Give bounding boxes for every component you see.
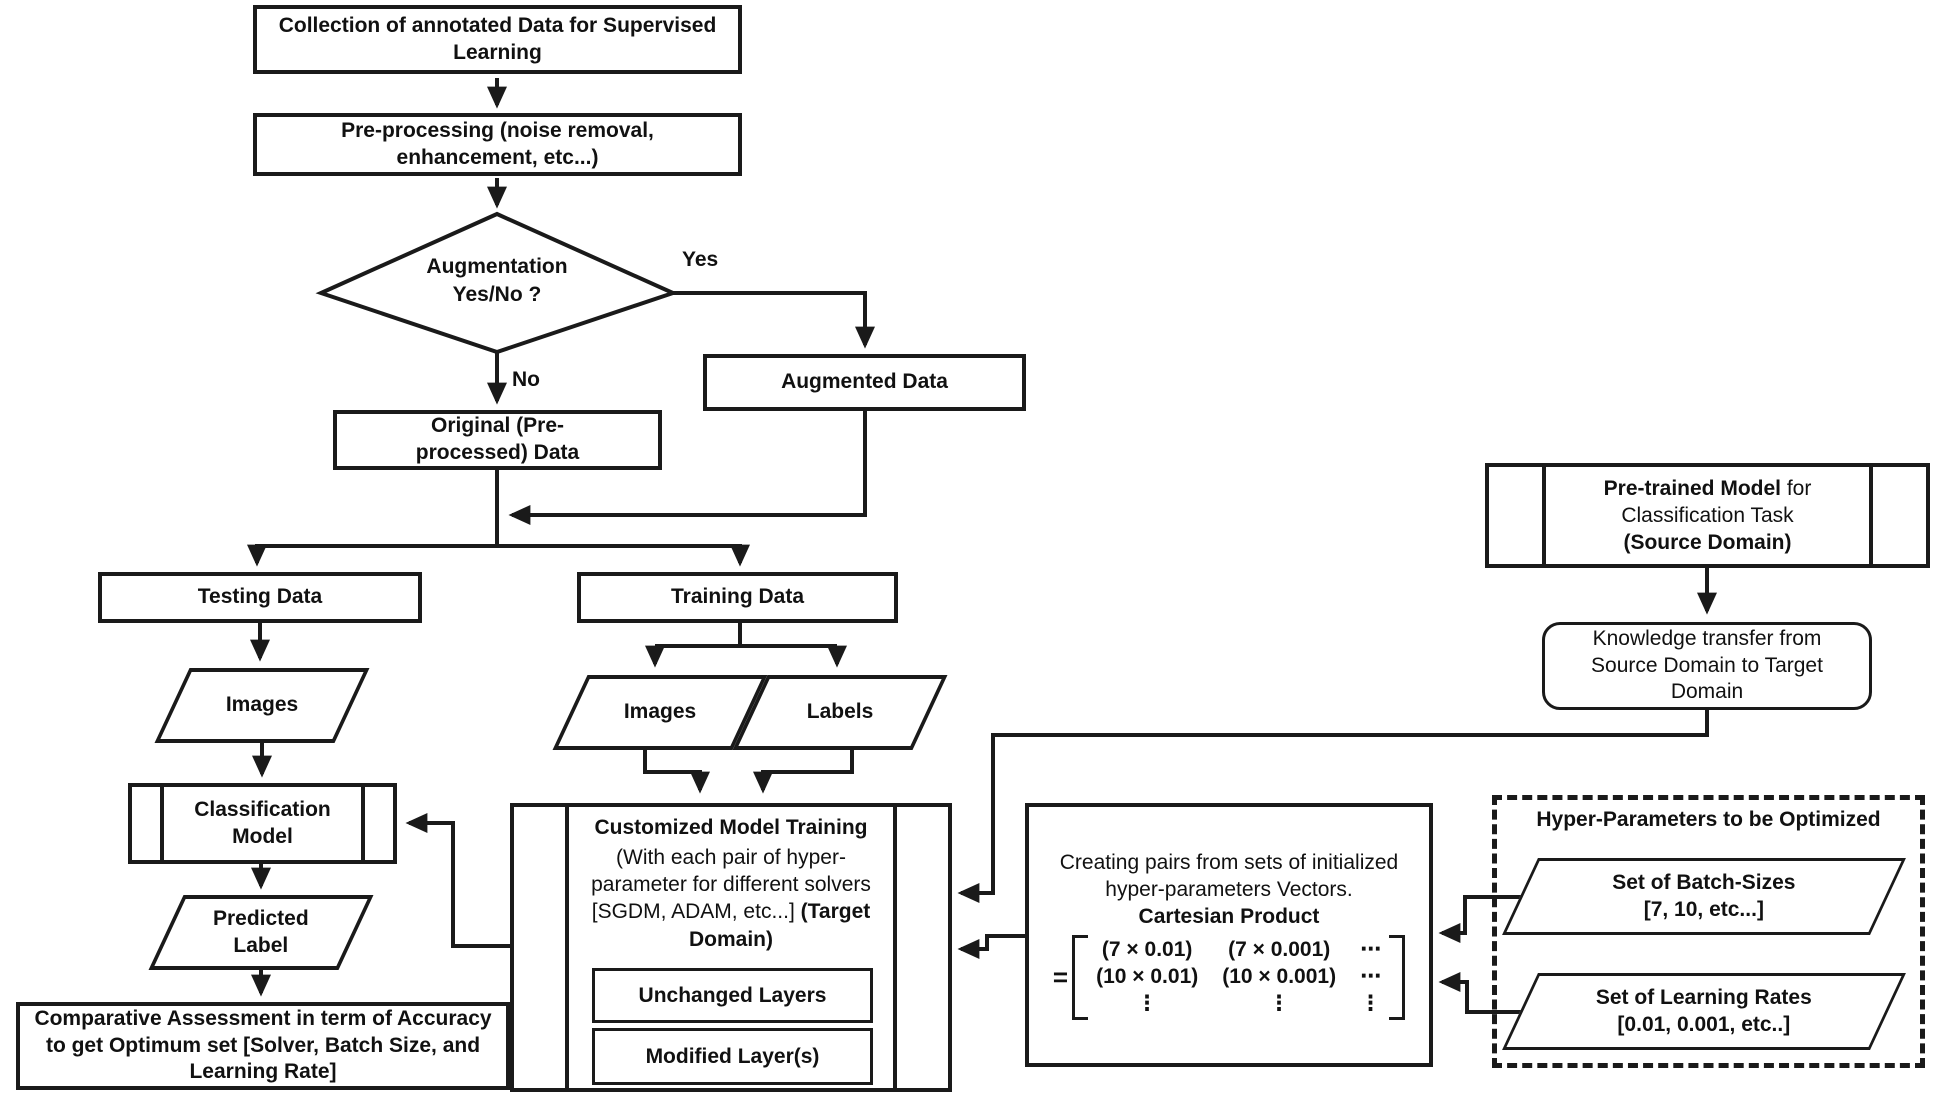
pretrained-model-box: Pre-trained Model for Classification Tas… bbox=[1485, 463, 1930, 568]
pretrained-left-bar bbox=[1542, 463, 1546, 568]
testing-images-label: Images bbox=[225, 693, 299, 717]
arrow-trainimages-to-model bbox=[643, 750, 710, 794]
pretrained-title-rest: for bbox=[1781, 476, 1812, 500]
matrix-cell: (7 × 0.01) bbox=[1101, 938, 1193, 961]
customized-left-bar bbox=[565, 803, 569, 1092]
learning-rates-line1: Set of Learning Rates bbox=[1596, 985, 1812, 1009]
modified-layers-box: Modified Layer(s) bbox=[592, 1028, 873, 1085]
arrow-augmented-join bbox=[508, 411, 867, 525]
unchanged-layers-label: Unchanged Layers bbox=[638, 983, 827, 1007]
line-training-split bbox=[655, 623, 837, 648]
pretrained-line1: Pre-trained Model for bbox=[1604, 475, 1812, 502]
creating-pairs-box: Creating pairs from sets of initialized … bbox=[1025, 803, 1433, 1067]
learning-rates-text: Set of Learning Rates [0.01, 0.001, etc.… bbox=[1523, 985, 1885, 1039]
predicted-label-text: Predicted Label bbox=[213, 906, 309, 957]
yes-branch-label: Yes bbox=[682, 248, 719, 271]
testing-images-parallelogram: Images bbox=[154, 668, 370, 743]
augmented-data-label: Augmented Data bbox=[781, 370, 948, 394]
cartesian-matrix: = (7 × 0.01) (7 × 0.001) ⋯ (10 × 0.01) (… bbox=[1052, 935, 1406, 1020]
arrow-batch-to-pairs bbox=[1438, 895, 1535, 943]
matrix-cell: ⋮ bbox=[1268, 991, 1290, 1015]
customized-training-body: (With each pair of hyper-parameter for d… bbox=[572, 844, 890, 953]
creating-pairs-line1: Creating pairs from sets of initialized … bbox=[1059, 851, 1399, 902]
collection-box: Collection of annotated Data for Supervi… bbox=[253, 5, 742, 74]
unchanged-layers-box: Unchanged Layers bbox=[592, 968, 873, 1023]
batch-sizes-text: Set of Batch-Sizes [7, 10, etc...] bbox=[1523, 870, 1885, 924]
preprocessing-box: Pre-processing (noise removal, enhanceme… bbox=[253, 113, 742, 176]
customized-training-title: Customized Model Training bbox=[594, 816, 868, 839]
collection-label: Collection of annotated Data for Supervi… bbox=[278, 13, 717, 64]
arrow-lr-to-pairs bbox=[1438, 972, 1535, 1014]
knowledge-transfer-label: Knowledge transfer from Source Domain to… bbox=[1591, 626, 1823, 704]
training-images-label: Images bbox=[623, 700, 697, 724]
batch-sizes-line1: Set of Batch-Sizes bbox=[1612, 870, 1796, 894]
customized-right-bar bbox=[893, 803, 897, 1092]
augmented-data-box: Augmented Data bbox=[703, 354, 1026, 411]
learning-rates-parallelogram: Set of Learning Rates [0.01, 0.001, etc.… bbox=[1502, 973, 1906, 1050]
customized-body-text: (With each pair of hyper-parameter for d… bbox=[591, 845, 871, 924]
batch-sizes-parallelogram: Set of Batch-Sizes [7, 10, etc...] bbox=[1502, 858, 1906, 935]
decision-diamond-text: Augmentation Yes/No ? bbox=[377, 253, 617, 310]
classification-left-bar bbox=[160, 783, 164, 864]
predicted-label-parallelogram: Predicted Label bbox=[148, 895, 374, 970]
training-data-box: Training Data bbox=[577, 572, 898, 623]
matrix-bracket-right bbox=[1389, 935, 1406, 1020]
testing-data-box: Testing Data bbox=[98, 572, 422, 623]
matrix-cell: ⋮ bbox=[1360, 991, 1382, 1015]
batch-sizes-line2: [7, 10, etc...] bbox=[1643, 897, 1765, 921]
matrix-cell: ⋯ bbox=[1360, 964, 1382, 988]
matrix-cell: ⋯ bbox=[1360, 938, 1382, 961]
matrix-bracket-left bbox=[1072, 935, 1089, 1020]
training-labels-parallelogram: Labels bbox=[732, 675, 948, 750]
creating-pairs-line2: Cartesian Product bbox=[1138, 905, 1320, 929]
preprocessing-label: Pre-processing (noise removal, enhanceme… bbox=[341, 118, 654, 169]
classification-right-bar bbox=[361, 783, 365, 864]
arrow-labels-to-model bbox=[753, 750, 854, 794]
comparative-assessment-box: Comparative Assessment in term of Accura… bbox=[16, 1002, 510, 1090]
decision-line1: Augmentation bbox=[426, 255, 568, 278]
pretrained-title: Pre-trained Model bbox=[1603, 476, 1782, 500]
pretrained-right-bar bbox=[1869, 463, 1873, 568]
modified-layers-label: Modified Layer(s) bbox=[645, 1044, 820, 1068]
equals-sign: = bbox=[1052, 961, 1069, 992]
classification-model-box: Classification Model bbox=[128, 783, 397, 864]
knowledge-transfer-box: Knowledge transfer from Source Domain to… bbox=[1542, 622, 1872, 710]
classification-model-label: Classification Model bbox=[194, 797, 331, 848]
arrow-yes-to-augmented bbox=[673, 291, 875, 349]
matrix-cell: (10 × 0.001) bbox=[1222, 964, 1337, 988]
pretrained-line3: (Source Domain) bbox=[1623, 531, 1792, 555]
original-data-label: Original (Pre-processed) Data bbox=[415, 414, 580, 464]
training-images-parallelogram: Images bbox=[552, 675, 768, 750]
testing-data-label: Testing Data bbox=[197, 585, 323, 609]
decision-line2: Yes/No ? bbox=[452, 283, 542, 307]
arrow-knowledge-to-model bbox=[957, 710, 1709, 903]
hyperparams-title: Hyper-Parameters to be Optimized bbox=[1536, 808, 1881, 831]
arrow-pairs-to-model bbox=[957, 934, 1025, 959]
matrix-grid: (7 × 0.01) (7 × 0.001) ⋯ (10 × 0.01) (10… bbox=[1088, 935, 1389, 1020]
learning-rates-line2: [0.01, 0.001, etc..] bbox=[1617, 1012, 1791, 1036]
comparative-assessment-label: Comparative Assessment in term of Accura… bbox=[34, 1006, 492, 1084]
matrix-cell: (7 × 0.001) bbox=[1228, 938, 1331, 961]
pretrained-line2: Classification Task bbox=[1621, 503, 1794, 527]
customized-target-domain: (Target Domain) bbox=[689, 900, 871, 951]
original-data-box: Original (Pre-processed) Data bbox=[333, 410, 662, 470]
arrow-model-to-classification bbox=[405, 813, 510, 948]
training-data-label: Training Data bbox=[670, 585, 805, 609]
no-branch-label: No bbox=[512, 368, 540, 391]
training-labels-label: Labels bbox=[806, 700, 874, 724]
hyperparams-dashed-box: Hyper-Parameters to be Optimized bbox=[1492, 795, 1925, 1068]
matrix-cell: ⋮ bbox=[1136, 991, 1158, 1015]
matrix-cell: (10 × 0.01) bbox=[1096, 964, 1199, 988]
